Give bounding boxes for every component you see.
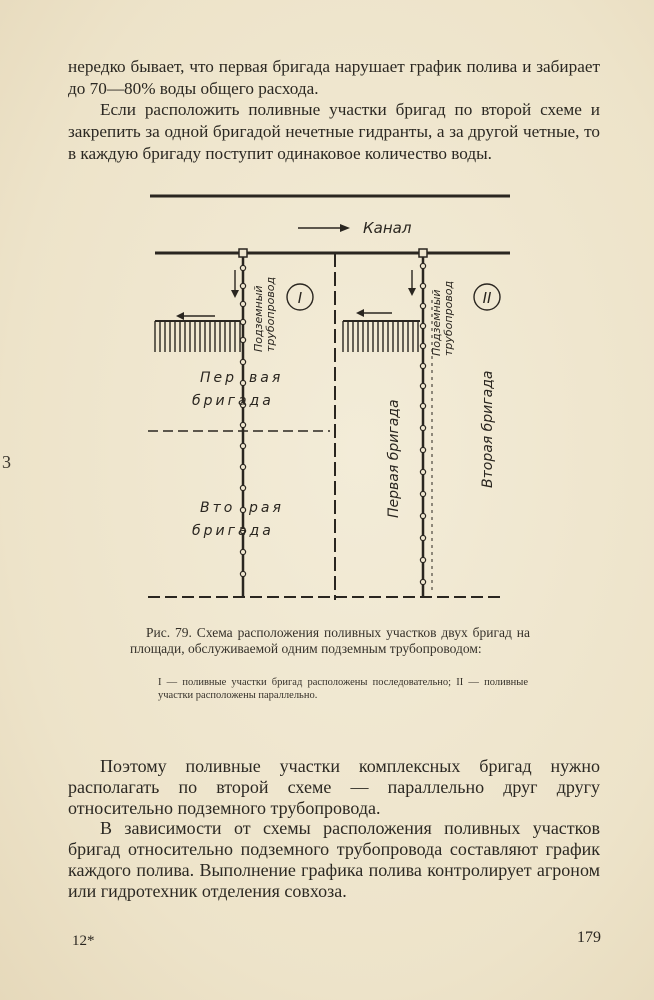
scheme-1-marker: [286, 283, 314, 311]
hydrant-dot: [239, 300, 247, 308]
hydrants-scheme-2: [419, 262, 427, 586]
hydrant-dot: [239, 484, 247, 492]
pipe-label-2a: Подземный: [430, 289, 443, 356]
figure-caption: Рис. 79. Схема расположения поливных уча…: [130, 625, 530, 656]
svg-text:I: I: [298, 289, 303, 307]
hydrant-dot: [239, 506, 247, 514]
hydrant-dot: [239, 336, 247, 344]
paragraph-2: Если расположить поливные участки бригад…: [68, 100, 600, 163]
hydrant-dot: [239, 570, 247, 578]
first-brigade-part3: бригада: [192, 393, 274, 409]
hydrant-dot: [419, 362, 427, 370]
hydrants-scheme-1: [239, 264, 247, 578]
hydrant-dot: [239, 442, 247, 450]
hydrant-dot: [419, 578, 427, 586]
furrows-scheme-1: [154, 320, 241, 352]
hydrant-dot: [419, 468, 427, 476]
hydrant-dot: [239, 527, 247, 535]
second-brigade-part2: рая: [248, 500, 284, 516]
paragraph-4: В зависимости от схемы расположения поли…: [68, 818, 600, 901]
paragraph-1: нередко бывает, что первая бригада наруш…: [68, 57, 600, 98]
margin-mark: 3: [2, 452, 11, 472]
second-brigade-part3: бригада: [192, 523, 274, 539]
hydrant-dot: [239, 463, 247, 471]
hydrant-dot: [419, 556, 427, 564]
hydrant-dot: [239, 282, 247, 290]
hydrant-dot: [239, 264, 247, 272]
figure-legend: I — поливные участки бригад расположены …: [158, 677, 528, 701]
furrows-scheme-2: [342, 320, 420, 352]
hydrant-dot: [419, 382, 427, 390]
hydrant-dot: [419, 342, 427, 350]
hydrant-dot: [419, 534, 427, 542]
page-number: 179: [577, 929, 601, 946]
scheme-2-marker: [473, 283, 501, 311]
hydrant-dot: [239, 421, 247, 429]
hydrant-dot: [419, 322, 427, 330]
svg-text:II: II: [483, 289, 492, 307]
first-brigade-part2: вая: [249, 370, 283, 386]
hydrant-dot: [419, 262, 427, 270]
canal-label: Канал: [363, 219, 412, 237]
hydrant-dot: [419, 446, 427, 454]
signature-mark: 12*: [72, 933, 95, 949]
pipe-label-1a: Подземный: [252, 285, 265, 352]
hydrant-dot: [419, 512, 427, 520]
first-brigade-vertical: Первая бригада: [386, 399, 402, 518]
second-brigade-part1: Вто: [200, 500, 235, 516]
hydrant-dot: [419, 282, 427, 290]
hydrant-dot: [239, 401, 247, 409]
paragraph-3: Поэтому поливные участки комплексных бри…: [68, 756, 600, 818]
hydrant-dot: [239, 318, 247, 326]
hydrant-dot: [419, 490, 427, 498]
second-brigade-vertical: Вторая бригада: [480, 371, 496, 488]
hydrant-dot: [239, 548, 247, 556]
hydrant-dot: [239, 358, 247, 366]
first-brigade-part1: Пер: [200, 370, 237, 386]
hydrant-dot: [419, 424, 427, 432]
hydrant-dot: [239, 379, 247, 387]
pipe-label-2b: трубопровод: [442, 281, 455, 356]
pipe-label-1b: трубопровод: [264, 277, 277, 352]
hydrant-dot: [419, 402, 427, 410]
hydrant-dot: [419, 302, 427, 310]
